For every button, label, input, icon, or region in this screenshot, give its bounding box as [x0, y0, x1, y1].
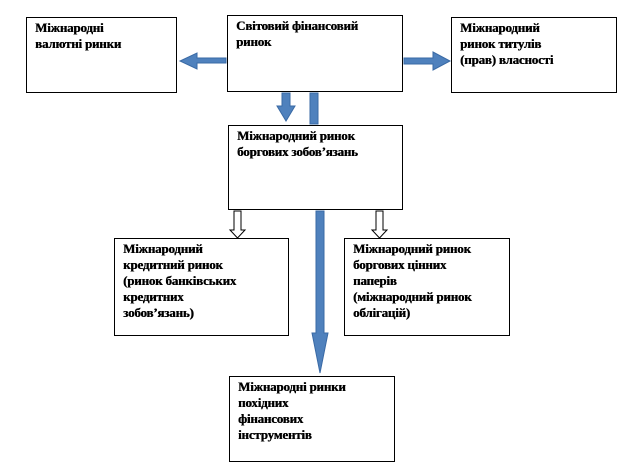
node-derivatives-markets: Міжнародні ринки похідних фінансових інс…: [229, 376, 395, 462]
node-text: облігацій): [353, 305, 410, 320]
node-text: боргових цінних: [353, 257, 447, 272]
node-text: кредитний ринок: [123, 257, 223, 272]
node-text: Міжнародні: [35, 20, 104, 35]
node-text: інструментів: [238, 427, 312, 442]
node-text: Міжнародний: [460, 20, 540, 35]
node-text: Міжнародні ринки: [238, 379, 346, 394]
hollow-arrow-to-debt-securities-market: [370, 210, 389, 239]
node-credit-market: Міжнародний кредитний ринок (ринок банкі…: [114, 238, 289, 336]
node-text: зобов’язань): [123, 305, 194, 320]
node-text: паперів: [353, 273, 397, 288]
arrow-to-debt-market-right: [309, 92, 319, 125]
node-text: ринок титулів: [460, 36, 542, 51]
node-text: боргових зобов’язань: [237, 144, 358, 159]
hollow-arrow-to-credit-market: [228, 210, 247, 239]
node-text: кредитних: [123, 289, 184, 304]
arrow-to-derivatives-markets: [311, 210, 329, 374]
node-debt-securities-market: Міжнародний ринок боргових цінних папері…: [344, 238, 510, 336]
node-text: Міжнародний ринок: [237, 128, 355, 143]
node-text: Міжнародний: [123, 241, 203, 256]
node-equity-market: Міжнародний ринок титулів (прав) власнос…: [451, 17, 617, 93]
node-text: валютні ринки: [35, 36, 122, 51]
node-text: (ринок банківських: [123, 273, 237, 288]
node-world-financial-market: Світовий фінансовий ринок: [227, 15, 403, 92]
node-text: Міжнародний ринок: [353, 241, 471, 256]
node-text: похідних: [238, 395, 289, 410]
arrow-to-debt-market-left: [276, 92, 296, 122]
node-text: Світовий фінансовий: [236, 18, 358, 33]
arrow-to-equity-market: [403, 51, 452, 71]
node-text: фінансових: [238, 411, 304, 426]
node-debt-obligations-market: Міжнародний ринок боргових зобов’язань: [228, 125, 403, 210]
node-text: ринок: [236, 34, 272, 49]
node-text: (міжнародний ринок: [353, 289, 472, 304]
arrow-to-currency-markets: [178, 52, 227, 70]
node-currency-markets: Міжнародні валютні ринки: [26, 17, 177, 93]
node-text: (прав) власності: [460, 52, 554, 67]
